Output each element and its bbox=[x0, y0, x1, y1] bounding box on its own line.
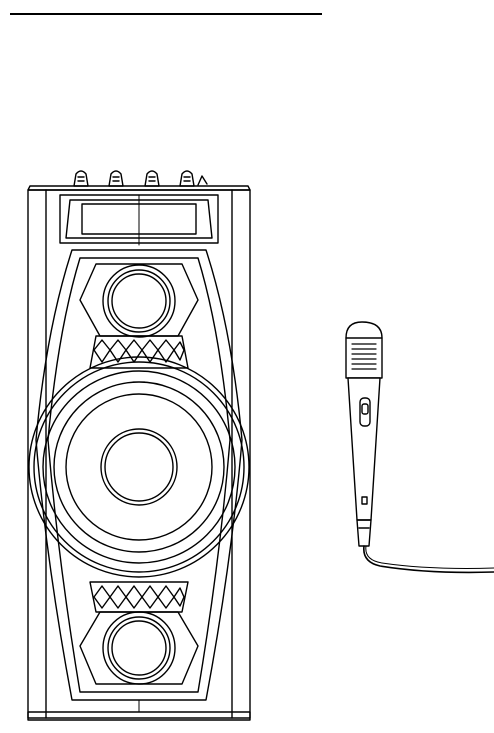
knob-3-icon bbox=[145, 171, 159, 186]
microphone-illustration bbox=[346, 322, 494, 572]
knob-2-icon bbox=[109, 171, 123, 186]
knob-1-icon bbox=[74, 171, 88, 186]
bottom-tweeter bbox=[103, 612, 175, 684]
top-tweeter bbox=[103, 265, 175, 337]
main-woofer bbox=[29, 357, 249, 577]
mic-body bbox=[348, 378, 380, 520]
knob-4-icon bbox=[180, 171, 194, 186]
bottom-grille bbox=[90, 582, 188, 612]
speaker-illustration bbox=[28, 171, 250, 720]
control-knobs bbox=[74, 171, 207, 186]
speaker-base bbox=[28, 712, 250, 720]
